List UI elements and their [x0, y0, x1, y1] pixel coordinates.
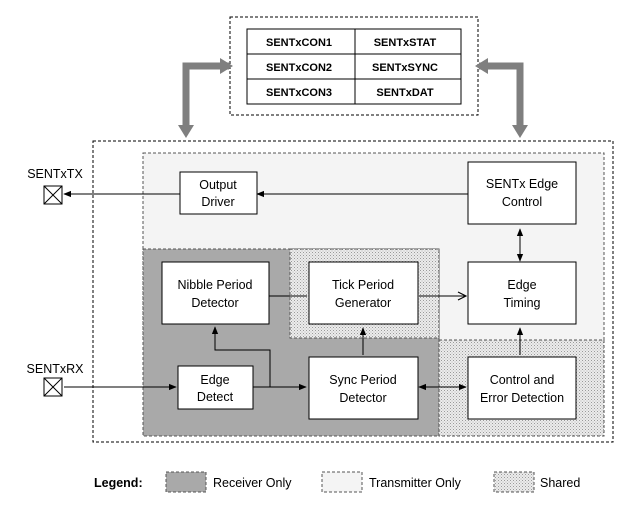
- legend-shared-label: Shared: [540, 476, 580, 490]
- output-driver-label-line1: Output: [199, 178, 237, 192]
- register-sentxcon1: SENTxCON1: [266, 37, 332, 49]
- output-driver-label-line2: Driver: [201, 195, 234, 209]
- legend-swatch-receiver: [165, 471, 207, 493]
- edge-control-label-line2: Control: [502, 195, 542, 209]
- tick-generator-label-line1: Tick Period: [332, 278, 394, 292]
- sync-detector-label-line1: Sync Period: [329, 373, 396, 387]
- tick-generator-block: Tick Period Generator: [308, 261, 419, 325]
- edge-timing-block: Edge Timing: [467, 261, 577, 325]
- sync-detector-label-line2: Detector: [339, 391, 386, 405]
- control-error-block: Control and Error Detection: [467, 356, 577, 420]
- nibble-detector-block: Nibble Period Detector: [161, 261, 270, 325]
- edge-timing-label-line2: Timing: [503, 296, 540, 310]
- output-driver-block: Output Driver: [179, 171, 258, 215]
- edge-detect-block: Edge Detect: [177, 365, 254, 410]
- legend: Legend: Receiver Only Transmitter Only S…: [94, 471, 580, 493]
- edge-detect-label-line1: Edge: [200, 373, 229, 387]
- edge-control-block: SENTx Edge Control: [467, 161, 577, 225]
- edge-detect-to-nibble: [211, 326, 271, 387]
- control-error-label-line1: Control and: [490, 373, 555, 387]
- pin-rx-label: SENTxRX: [27, 362, 85, 376]
- register-sentxcon3: SENTxCON3: [266, 87, 332, 99]
- register-sentxsync: SENTxSYNC: [372, 62, 438, 74]
- register-sentxstat: SENTxSTAT: [374, 37, 437, 49]
- register-sentxcon2: SENTxCON2: [266, 62, 332, 74]
- pin-rx-icon: [43, 377, 63, 397]
- pin-tx-label: SENTxTX: [27, 167, 83, 181]
- connections: [63, 190, 524, 391]
- register-sentxdat: SENTxDAT: [376, 87, 434, 99]
- legend-receiver-label: Receiver Only: [213, 476, 292, 490]
- legend-swatch-shared: [493, 471, 535, 493]
- bus-arrow-right: [475, 58, 528, 138]
- legend-swatch-transmitter: [321, 471, 363, 493]
- edge-detect-label-line2: Detect: [197, 390, 234, 404]
- edge-timing-label-line1: Edge: [507, 278, 536, 292]
- legend-transmitter-label: Transmitter Only: [369, 476, 462, 490]
- sync-detector-block: Sync Period Detector: [308, 356, 419, 420]
- tick-generator-label-line2: Generator: [335, 296, 391, 310]
- register-table: [246, 28, 462, 105]
- legend-title: Legend:: [94, 476, 143, 490]
- bus-arrow-left: [178, 58, 233, 138]
- module-border: [92, 140, 614, 443]
- nibble-detector-label-line1: Nibble Period: [177, 278, 252, 292]
- control-error-label-line2: Error Detection: [480, 391, 564, 405]
- pin-tx-icon: [43, 185, 63, 205]
- nibble-detector-label-line2: Detector: [191, 296, 238, 310]
- edge-control-label-line1: SENTx Edge: [486, 177, 558, 191]
